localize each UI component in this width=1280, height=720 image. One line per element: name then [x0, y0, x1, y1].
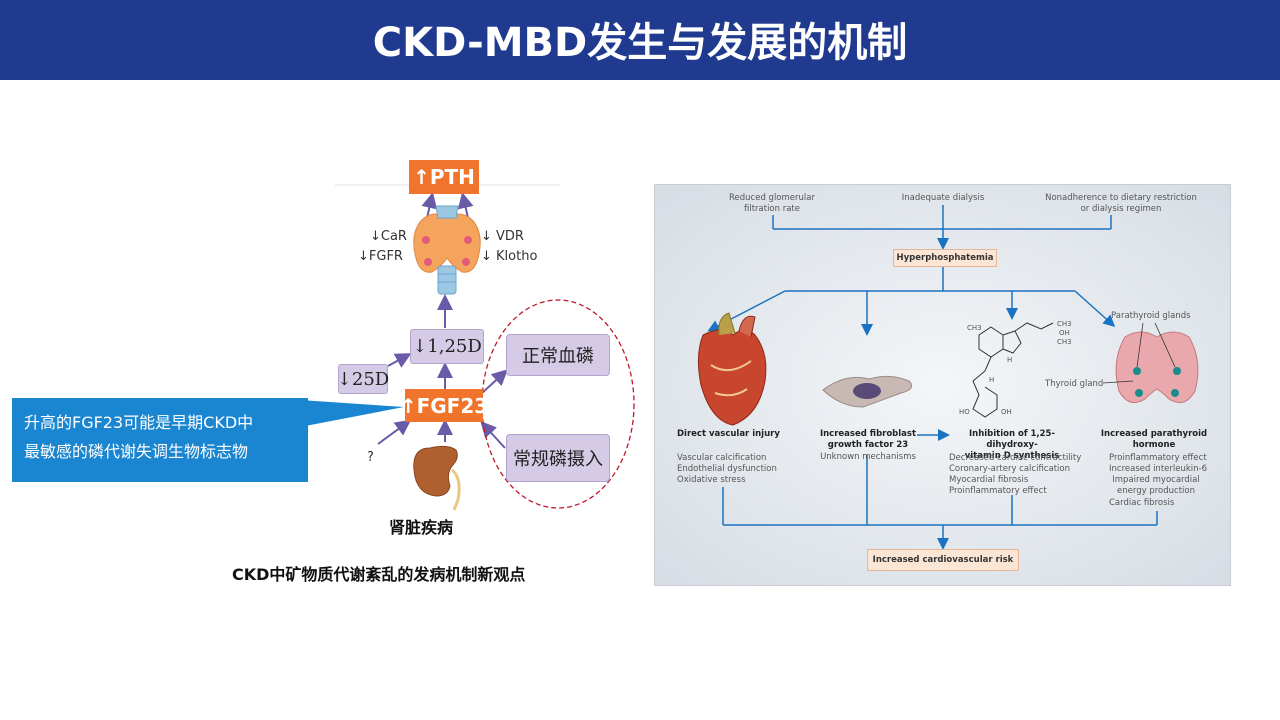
- column-item: Decreased cardiac contractility: [949, 453, 1082, 463]
- hyperphosphatemia-box: Hyperphosphatemia: [893, 249, 997, 267]
- parathyroid-glands-label: Parathyroid glands: [1111, 311, 1191, 321]
- column-item: Coronary-artery calcification: [949, 464, 1070, 474]
- column-item: Oxidative stress: [677, 475, 746, 485]
- vdr-label: ↓ VDR: [481, 229, 524, 244]
- column-item: Impaired myocardial energy production: [1112, 475, 1200, 496]
- column-title: Increased fibroblast growth factor 23: [819, 429, 917, 450]
- mol-h-b: H: [989, 376, 995, 384]
- column-item: Increased interleukin-6: [1109, 464, 1207, 474]
- cardiovascular-risk-diagram: Reduced glomerular filtration rate Inade…: [654, 184, 1231, 586]
- question-mark: ?: [367, 450, 374, 465]
- fgfr-label: ↓FGFR: [358, 249, 403, 264]
- mol-ch3-b: CH3: [1057, 320, 1072, 328]
- column-item: Vascular calcification: [677, 453, 767, 463]
- cause-gfr: Reduced glomerular filtration rate: [729, 193, 815, 214]
- column-title: Inhibition of 1,25-dihydroxy- vitamin D …: [964, 429, 1060, 461]
- mol-h-a: H: [1007, 356, 1013, 364]
- kidney-disease-label: 肾脏疾病: [389, 518, 454, 537]
- d125-box: ↓1,25D: [410, 329, 484, 364]
- fgf23-box: ↑FGF23: [400, 389, 488, 422]
- cause-nonadherence: Nonadherence to dietary restriction or d…: [1045, 193, 1197, 214]
- mol-oh-a: OH: [1059, 329, 1070, 337]
- thyroid-gland-label: Thyroid gland: [1045, 379, 1104, 389]
- klotho-label: ↓ Klotho: [481, 249, 538, 264]
- mol-ho: HO: [959, 408, 970, 416]
- car-label: ↓CaR: [370, 229, 407, 244]
- column-title: Direct vascular injury: [677, 429, 780, 439]
- heart-illustration: [697, 312, 767, 426]
- fgf23-callout: 升高的FGF23可能是早期CKD中 最敏感的磷代谢失调生物标志物: [12, 398, 308, 482]
- kidney-illustration: [413, 445, 461, 511]
- title-bar: CKD-MBD发生与发展的机制: [0, 0, 1280, 80]
- cause-dialysis: Inadequate dialysis: [901, 193, 985, 203]
- column-item: Proinflammatory effect: [1109, 453, 1207, 463]
- mol-oh-b: OH: [1001, 408, 1012, 416]
- left-diagram-caption: CKD中矿物质代谢紊乱的发病机制新观点: [232, 565, 526, 584]
- pth-box: ↑PTH: [409, 160, 479, 194]
- regular-intake-box: 常规磷摄入: [506, 434, 610, 482]
- column-item: Myocardial fibrosis: [949, 475, 1029, 485]
- mol-ch3-c: CH3: [1057, 338, 1072, 346]
- left-diagram-lines: [335, 184, 635, 511]
- column-item: Cardiac fibrosis: [1109, 498, 1175, 508]
- callout-pointer: [300, 400, 404, 427]
- column-item: Proinflammatory effect: [949, 486, 1047, 496]
- thyroid-illustration: [413, 205, 481, 295]
- vitamin-d-molecule: [972, 322, 1054, 418]
- mol-ch3-a: CH3: [967, 324, 982, 332]
- column-title: Increased parathyroid hormone: [1100, 429, 1208, 450]
- column-item: Unknown mechanisms: [820, 452, 916, 462]
- fibroblast-illustration: [822, 375, 913, 408]
- normal-phosphate-box: 正常血磷: [506, 334, 610, 376]
- callout-line-1: 升高的FGF23可能是早期CKD中: [24, 413, 254, 432]
- cardiovascular-risk-box: Increased cardiovascular risk: [867, 549, 1019, 571]
- d25-box: ↓25D: [337, 364, 389, 394]
- parathyroid-illustration: [1102, 322, 1199, 404]
- column-item: Endothelial dysfunction: [677, 464, 777, 474]
- callout-line-2: 最敏感的磷代谢失调生物标志物: [24, 442, 249, 461]
- right-diagram-lines: [655, 185, 1230, 585]
- slide-title: CKD-MBD发生与发展的机制: [372, 20, 908, 66]
